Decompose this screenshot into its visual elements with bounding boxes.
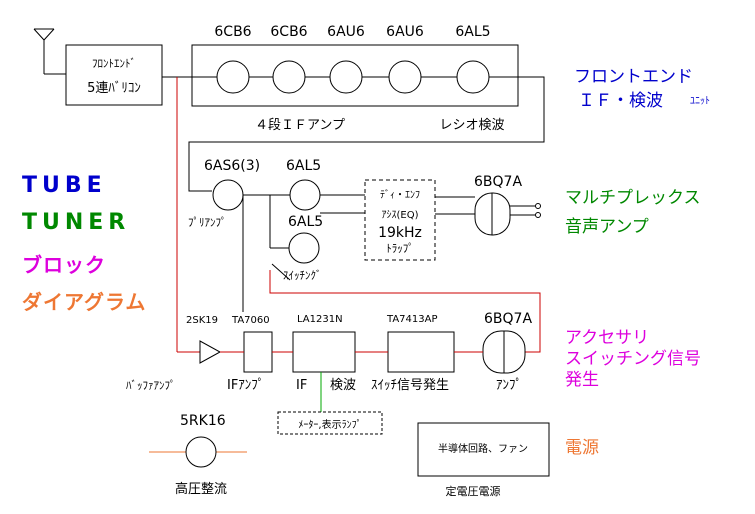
switching-lead <box>271 263 291 281</box>
preamp-label: ﾌﾟﾘｱﾝﾌﾟ <box>188 216 227 229</box>
tube-6al5-a <box>289 179 321 211</box>
if-unit-box <box>191 44 519 107</box>
antenna-icon <box>33 28 66 75</box>
accessory-side-label-3: 発生 <box>565 370 599 390</box>
multiplex-side-label-1: マルチプレックス <box>565 188 701 208</box>
if-detector-box <box>292 331 356 373</box>
output-jack-right-icon <box>535 212 541 218</box>
varicon-box <box>65 44 163 106</box>
if-tube-label-1: 6CB6 <box>270 24 307 40</box>
if-to-multiplex-wire <box>188 76 545 192</box>
tube-5rk16-label: 5RK16 <box>180 413 226 429</box>
varicon-label-2: 5連ﾊﾞﾘｺﾝ <box>87 81 141 96</box>
if-acc-label: IF <box>296 378 307 393</box>
frontend-side-label-1: フロントエンド <box>574 67 693 87</box>
regulated-power-box <box>417 422 550 477</box>
frontend-side-label-unit: ﾕﾆｯﾄ <box>690 96 710 107</box>
chip-ta7060-label: TA7060 <box>231 315 270 326</box>
if-tube-label-2: 6AU6 <box>327 24 365 40</box>
tube-6al5-a-label: 6AL5 <box>286 158 321 174</box>
if-tube-1 <box>272 60 306 94</box>
output-jack-left-icon <box>535 203 541 209</box>
power-side-label: 電源 <box>565 438 599 458</box>
multiplex-side-label-2: 音声アンプ <box>565 217 649 237</box>
if-tube-0 <box>216 60 250 94</box>
if-amp-box <box>243 331 273 373</box>
buffer-amp-icon <box>199 340 222 364</box>
chip-la1231n-label: LA1231N <box>297 314 343 325</box>
if-amp-label: ４段ＩＦアンプ <box>255 118 345 133</box>
semiconductor-label: 半導体回路、ファン <box>438 442 528 455</box>
deemphasis-box <box>364 179 436 261</box>
accessory-side-label-2: スイッチング信号 <box>565 349 701 369</box>
detector-acc-label: 検波 <box>330 378 356 393</box>
tube-6al5-b <box>288 232 320 264</box>
meter-lamp-box <box>277 411 383 435</box>
chip-2sk19-label: 2SK19 <box>186 315 218 326</box>
tube-5rk16 <box>185 436 217 468</box>
deemphasis-label-1: ﾃﾞｨ・ｴﾝﾌ <box>380 189 420 201</box>
amp-acc-label: ｱﾝﾌﾟ <box>496 378 522 393</box>
if-tube-3 <box>388 60 422 94</box>
if-tube-4 <box>456 60 490 94</box>
title-line-diagram: ダイアグラム <box>22 290 146 314</box>
rectifier-label: 高圧整流 <box>175 481 227 497</box>
title-line-tube: TUBE <box>22 173 107 198</box>
title-line-tuner: TUNER <box>22 210 130 235</box>
frontend-side-label-2: ＩＦ・検波 <box>578 91 663 111</box>
if-tube-label-0: 6CB6 <box>214 24 251 40</box>
tube-6as6-label: 6AS6(3) <box>204 158 260 174</box>
if-tube-2 <box>329 60 363 94</box>
varicon-label-1: ﾌﾛﾝﾄｴﾝﾄﾞ <box>92 57 136 70</box>
title-line-block: ブロック <box>22 253 106 277</box>
buffer-amp-label: ﾊﾞｯﾌｧｱﾝﾌﾟ <box>126 379 176 392</box>
switching-label: ｽｲｯﾁﾝｸﾞ <box>283 269 322 282</box>
if-tube-label-4: 6AL5 <box>455 24 490 40</box>
switching-return-wire <box>269 270 541 353</box>
deemphasis-label-2: ｱｼｽ(EQ) <box>382 210 419 221</box>
chip-ta7413ap-label: TA7413AP <box>386 314 438 325</box>
tube-6al5-b-label: 6AL5 <box>288 214 323 230</box>
ratio-detector-label: レシオ検波 <box>439 118 504 133</box>
if-amp-acc-label: IFｱﾝﾌﾟ <box>227 378 264 393</box>
tube-6bq7a-mpx-label: 6BQ7A <box>474 174 522 190</box>
deemphasis-label-3: 19kHz <box>378 225 422 241</box>
switch-gen-label: ｽｲｯﾁ信号発生 <box>371 378 449 393</box>
regulated-power-label: 定電圧電源 <box>446 484 501 498</box>
meter-lamp-label: ﾒｰﾀｰ,表示ﾗﾝﾌﾟ <box>298 418 361 431</box>
tube-6bq7a-acc-label: 6BQ7A <box>484 311 532 327</box>
accessory-side-label-1: アクセサリ <box>565 328 649 348</box>
deemphasis-label-4: ﾄﾗｯﾌﾟ <box>386 242 414 255</box>
switch-gen-box <box>387 331 455 373</box>
tube-6as6 <box>212 179 244 211</box>
multiplex-wires <box>243 194 535 249</box>
if-tube-label-3: 6AU6 <box>386 24 424 40</box>
